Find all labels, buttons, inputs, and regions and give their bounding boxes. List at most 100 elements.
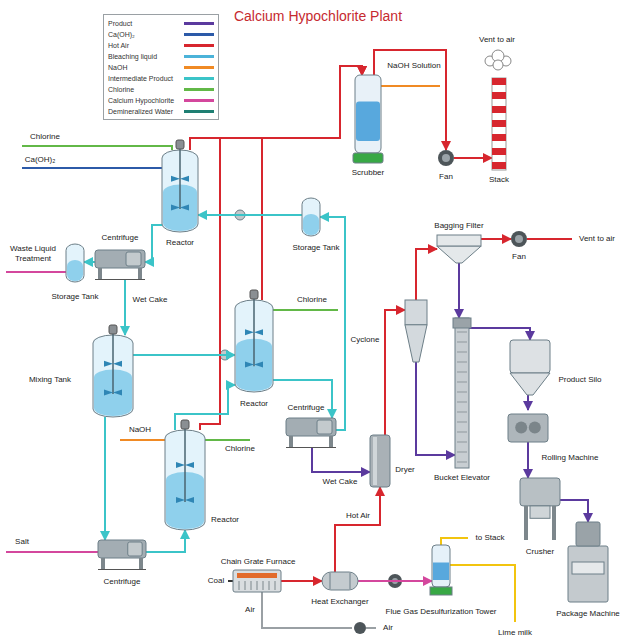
stream-label: Chlorine: [296, 295, 328, 305]
centri-part: [128, 542, 142, 556]
reactor-part: [184, 429, 186, 502]
equipment-node: Storage Tank: [66, 244, 84, 282]
reactor-part: [176, 140, 184, 149]
legend-swatch: [184, 22, 214, 25]
pipe-connector: [458, 263, 460, 318]
equipment-node: Stack: [492, 78, 506, 170]
equipment-label: Reactor: [239, 399, 269, 409]
pipe-connector: [145, 225, 162, 262]
stream-label: Salt: [14, 537, 30, 547]
reactor-part: [104, 361, 113, 367]
legend-row: Intermediate Product: [108, 73, 215, 84]
pipe-connector: [416, 362, 455, 455]
equipment-symbol: [93, 335, 133, 417]
furnace-part: [251, 581, 252, 590]
elev-part: [457, 462, 467, 463]
centri-part: [289, 436, 293, 448]
pipe-connector: [133, 354, 235, 356]
equipment-symbol: [370, 435, 390, 487]
pipe-connector: [262, 66, 362, 300]
pipe-connector: [200, 66, 362, 430]
equipment-node: Chain Grate Furnace: [233, 570, 281, 592]
legend-row: Chlorine: [108, 84, 215, 95]
stream-label: Lime milk: [497, 628, 533, 638]
legend-text: Intermediate Product: [108, 74, 184, 83]
equipment-symbol: [432, 545, 450, 595]
reactor-part: [176, 497, 185, 503]
equipment-label: Fan: [438, 172, 454, 182]
equipment-node: Storage Tank: [302, 198, 320, 236]
pipe-line: [381, 85, 440, 87]
legend-swatch: [184, 55, 214, 58]
filter-part: [437, 235, 481, 246]
centri-part: [139, 558, 143, 570]
reactor-part: [253, 299, 255, 366]
pipe-connector: [198, 214, 302, 216]
legend-swatch: [184, 66, 214, 69]
legend-text: Chlorine: [108, 85, 184, 94]
legend-text: Hot Air: [108, 41, 184, 50]
centri-part: [317, 420, 332, 434]
legend-swatch: [184, 44, 214, 47]
furnace-part: [245, 581, 246, 590]
pipe-connector: [146, 530, 185, 552]
elev-part: [457, 392, 467, 393]
equipment-node: Cyclone: [405, 300, 427, 362]
centri-part: [286, 447, 336, 448]
equipment-label: Mixing Tank: [28, 375, 72, 385]
pipe-line: [493, 60, 503, 70]
stream-label: Air: [382, 623, 394, 633]
equipment-node: Fan: [511, 231, 527, 247]
scrub-part: [356, 101, 380, 141]
equipment-symbol: [520, 478, 560, 540]
pipe-line: [441, 538, 468, 545]
pipe-line: [22, 146, 172, 150]
centri-part: [95, 250, 145, 268]
pipe-connector: [527, 395, 529, 410]
centri-part: [95, 279, 145, 280]
stream-label: Vent to air: [478, 35, 516, 45]
equipment-label: Heat Exchanger: [310, 597, 369, 607]
pipe-connector: [335, 487, 380, 572]
pack-part: [576, 522, 600, 546]
equipment-symbol: [510, 340, 550, 395]
pipe-connector: [124, 280, 126, 335]
stream-label: Waste Liquid Treatment: [3, 244, 63, 264]
equipment-symbol: [437, 235, 481, 263]
reactor-part: [245, 361, 254, 367]
pipe-line: [527, 238, 572, 240]
equipment-symbol: [66, 244, 84, 282]
feed-lines: [6, 86, 572, 628]
filter-part: [437, 246, 481, 263]
equipment-symbol: [235, 300, 273, 392]
reactor-part: [176, 462, 185, 468]
equipment-node: Package Machine: [568, 522, 608, 602]
smoke-cloud: [485, 50, 511, 70]
legend-text: Calcium Hypochlorite: [108, 96, 184, 105]
equipment-label: Dryer: [394, 465, 416, 475]
equipment-label: Storage Tank: [292, 243, 341, 253]
legend-row: NaOH: [108, 62, 215, 73]
tank-part: [302, 198, 320, 236]
reactor-part: [254, 361, 263, 367]
pipe-connector: [481, 238, 511, 240]
elev-part: [457, 342, 467, 343]
pipe-connector: [281, 580, 322, 582]
furnace-part: [257, 581, 258, 590]
pipe-connector: [560, 500, 588, 522]
scrub-part: [353, 153, 383, 163]
elev-part: [457, 372, 467, 373]
equipment-symbol: [286, 418, 336, 448]
stream-label: Ca(OH)₂: [24, 155, 57, 165]
centri-part: [101, 558, 105, 570]
stack-part: [492, 120, 506, 127]
pipe-connector: [358, 580, 432, 582]
equipment-symbol: [455, 318, 469, 468]
equipment-symbol: [302, 198, 320, 236]
pumps: [220, 210, 402, 634]
dryer-part: [370, 435, 390, 487]
equipment-label: Centrifuge: [103, 577, 142, 587]
furnace-part: [237, 573, 277, 578]
reactor-part: [162, 150, 198, 232]
